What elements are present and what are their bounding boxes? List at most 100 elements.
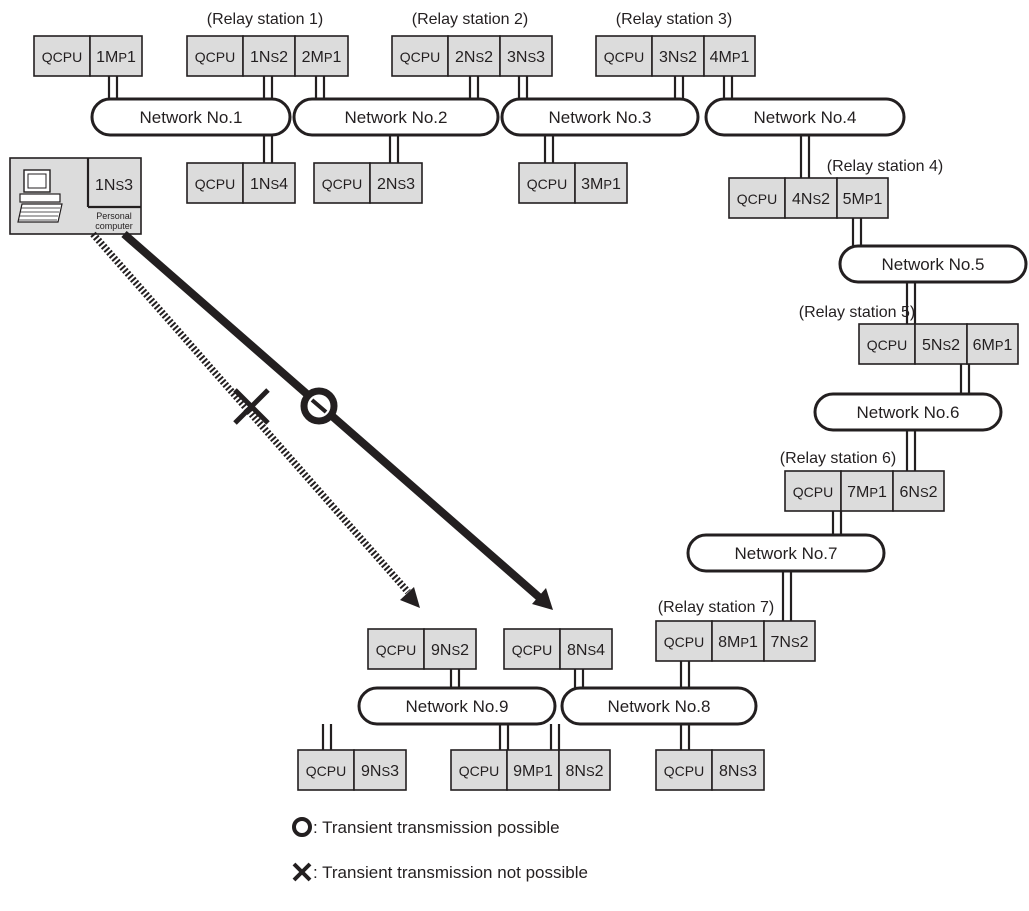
network-cable (388, 135, 400, 163)
station-cell (518, 162, 576, 204)
station-cell-text: QCPU (664, 634, 704, 650)
network-cable (959, 364, 971, 394)
relay-station-label: (Relay station 5) (799, 304, 916, 321)
network-label: Network No.9 (406, 697, 509, 716)
station-cell (353, 749, 407, 791)
network-label: Network No.7 (735, 544, 838, 563)
station-cell (423, 628, 477, 670)
station-cell-text: 2NS3 (377, 176, 415, 193)
network-9: Network No.9 (357, 686, 557, 726)
station-cell-text: 1MP1 (96, 49, 136, 66)
station-cell (506, 749, 560, 791)
station-cell (651, 35, 705, 77)
station-cell-text: 1NS2 (250, 49, 288, 66)
station-cell-text: 9NS2 (431, 642, 469, 659)
station-cell-text: QCPU (604, 49, 644, 65)
station-cell (558, 749, 611, 791)
pc-label-line2: computer (95, 221, 133, 231)
station-cell (391, 35, 449, 77)
pc-station-label: 1NS3 (95, 177, 133, 194)
station-cell-text: QCPU (793, 484, 833, 500)
network-loop (704, 97, 906, 137)
cross-icon (292, 862, 312, 882)
network-cable (262, 135, 274, 163)
relay-station-label: (Relay station 1) (207, 11, 324, 28)
station-cell (595, 35, 653, 77)
network-cable (498, 724, 510, 750)
station-cell (242, 162, 296, 204)
station-cell-text: 5MP1 (843, 191, 883, 208)
station-cell-text: QCPU (376, 642, 416, 658)
station-cell (655, 749, 713, 791)
station-cell (574, 162, 628, 204)
network-label: Network No.8 (608, 697, 711, 716)
station-cell-text: 1NS4 (250, 176, 288, 193)
network-loop (357, 686, 557, 726)
station-cell (450, 749, 508, 791)
station-cell-text: 9NS3 (361, 763, 399, 780)
station-cell-text: QCPU (527, 176, 567, 192)
network-cable (449, 669, 461, 688)
station-cell-text: QCPU (306, 763, 346, 779)
network-cable (262, 76, 274, 99)
legend-possible-text: : Transient transmission possible (313, 818, 560, 837)
station-cell-text: 8MP1 (718, 634, 758, 651)
network-8: Network No.8 (560, 686, 758, 726)
station-s_2ns3[interactable]: QCPU 2NS3 (313, 162, 423, 204)
pc-label-line1: Personal (96, 211, 132, 221)
relay-station-label: (Relay station 2) (412, 11, 529, 28)
circle-icon (292, 817, 312, 837)
station-r1[interactable]: QCPU 1NS2 2MP1 (Relay station 1) (186, 11, 349, 77)
station-cell-text: 6NS2 (899, 484, 937, 501)
station-cell-text: QCPU (400, 49, 440, 65)
network-loop (686, 533, 886, 573)
station-cell (728, 177, 786, 219)
station-cell (559, 628, 613, 670)
network-cable (905, 282, 917, 324)
station-cell-text: 3NS3 (507, 49, 545, 66)
network-cable (673, 76, 685, 99)
possible-path-arrow (121, 230, 553, 610)
legend-not-possible: : Transient transmission not possible (292, 862, 588, 882)
station-cell-text: 2MP1 (302, 49, 342, 66)
not-possible-cross-icon (233, 388, 270, 425)
relay-station-label: (Relay station 6) (780, 450, 897, 467)
station-cell-text: 5NS2 (922, 337, 960, 354)
station-cell (966, 323, 1019, 365)
station-cell-text: 9MP1 (513, 763, 553, 780)
network-cable (781, 571, 793, 621)
station-cell-text: 8NS2 (565, 763, 603, 780)
station-cell-text: QCPU (664, 763, 704, 779)
station-cell-text: 4MP1 (710, 49, 750, 66)
network-cable (107, 76, 119, 99)
station-cell-text: QCPU (322, 176, 362, 192)
legend-possible: : Transient transmission possible (292, 817, 560, 837)
legend: : Transient transmission possible : Trans… (292, 817, 588, 882)
network-cable (679, 661, 691, 688)
station-cell-text: QCPU (195, 49, 235, 65)
computer-icon (17, 169, 63, 223)
station-cell (703, 35, 756, 77)
station-s_9ns3[interactable]: QCPU 9NS3 (297, 749, 407, 791)
station-cell (447, 35, 501, 77)
station-cell (763, 620, 816, 662)
network-loop (838, 244, 1028, 284)
network-cable (679, 724, 691, 750)
station-s_9ns2[interactable]: QCPU 9NS2 (367, 628, 477, 670)
station-cell-text: 4NS2 (792, 191, 830, 208)
